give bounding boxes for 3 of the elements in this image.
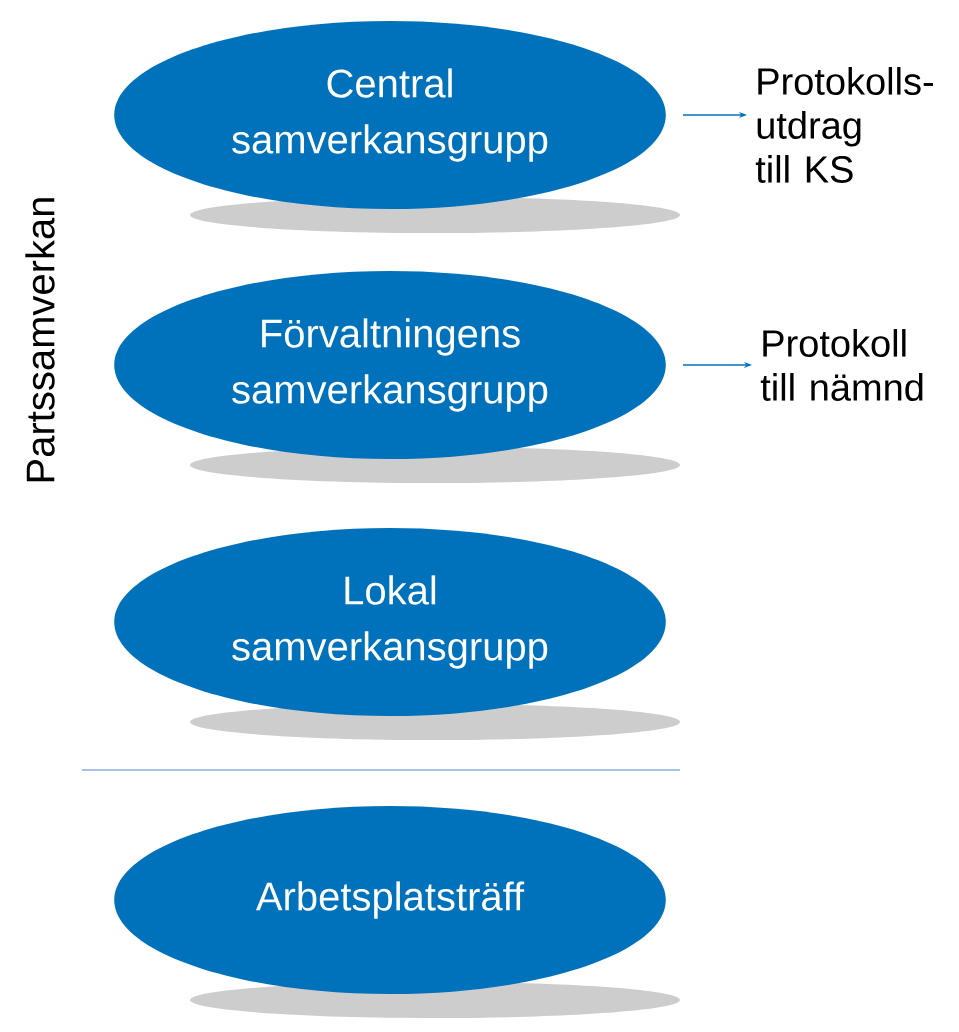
note-text: Protokoll till nämnd xyxy=(760,329,923,401)
note-text: Protokolls- utdrag till KS xyxy=(755,67,933,183)
axis-label: Partssamverkan xyxy=(25,198,55,482)
